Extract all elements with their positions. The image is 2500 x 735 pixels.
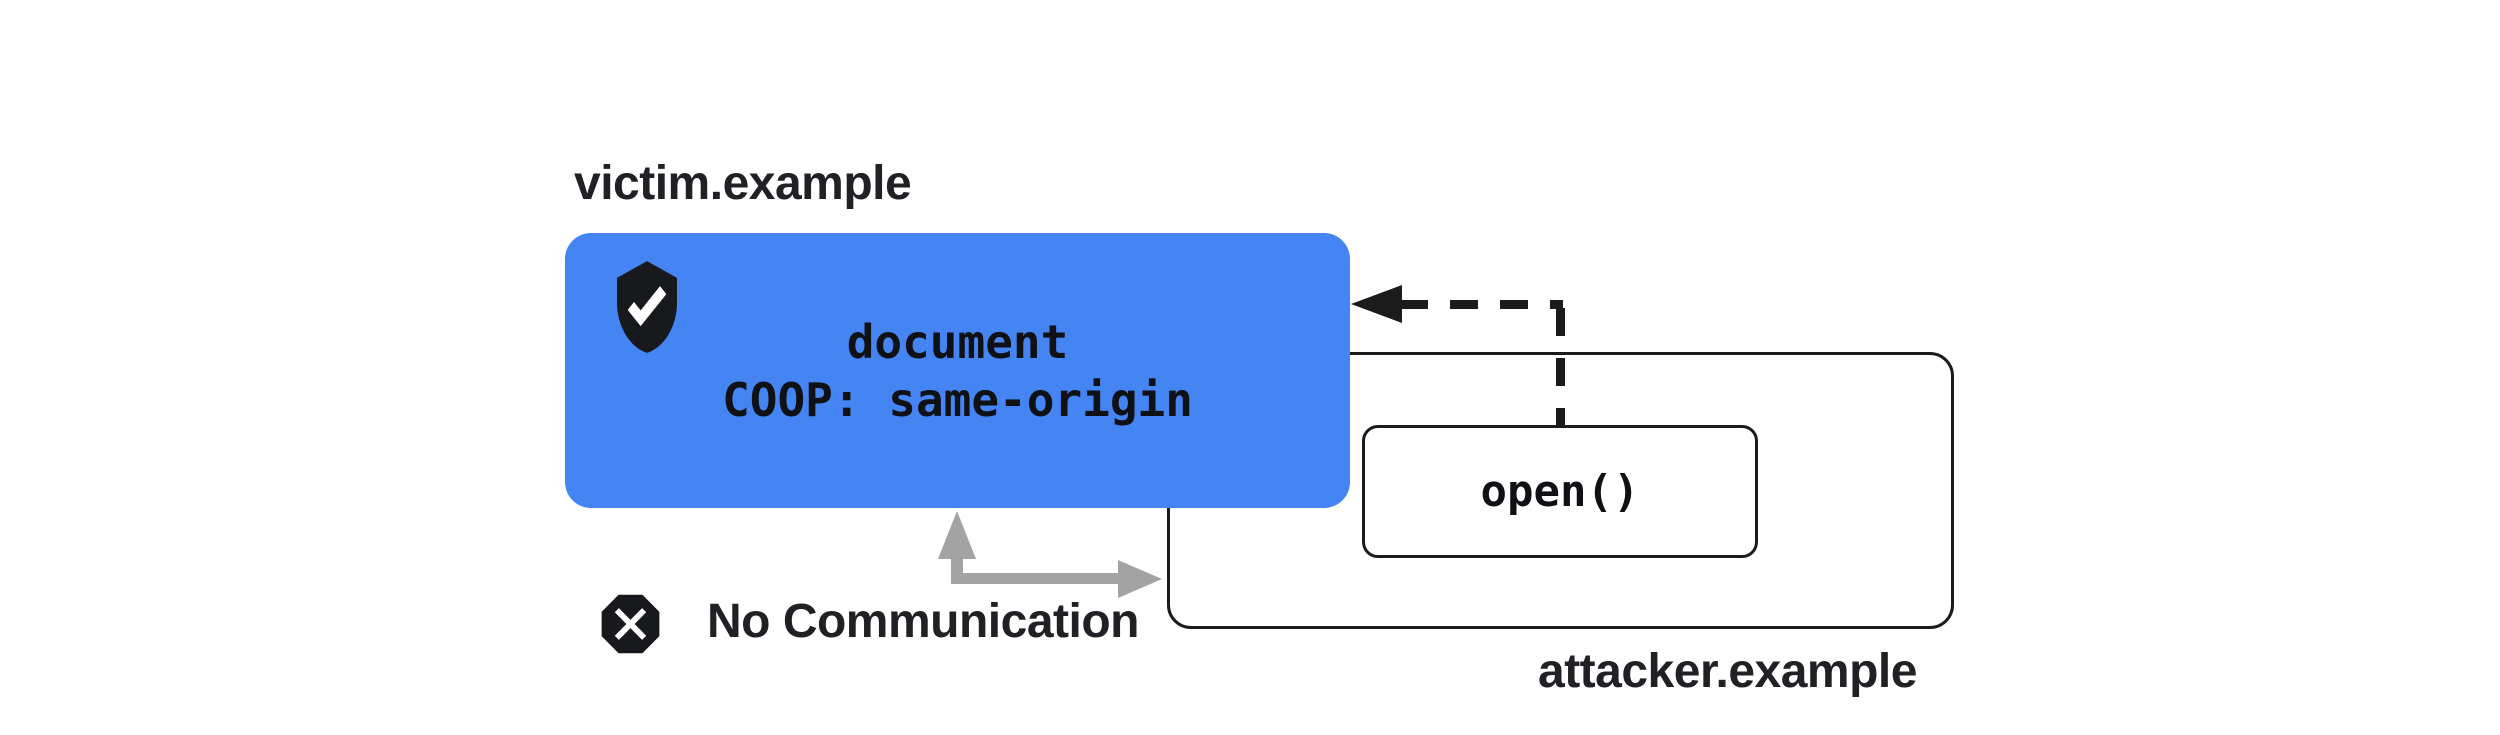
victim-document-box: document COOP: same-origin: [565, 233, 1350, 508]
open-call-label: open(): [1480, 466, 1640, 517]
no-communication-arrowhead-right-icon: [1118, 560, 1162, 598]
no-communication-arrowhead-up-icon: [938, 511, 976, 559]
open-call-arrow-horizontal: [1400, 300, 1563, 309]
no-communication-arrow-horizontal: [951, 573, 1118, 584]
open-call-box: open(): [1362, 425, 1758, 558]
no-communication-label: No Communication: [707, 595, 1140, 648]
open-call-arrow-vertical: [1556, 308, 1565, 425]
shield-check-icon: [607, 257, 687, 357]
open-call-arrowhead-icon: [1351, 285, 1402, 323]
blocked-x-octagon-icon: [592, 585, 669, 663]
attacker-domain-label: attacker.example: [1538, 645, 1917, 698]
victim-coop-policy-label: COOP: same-origin: [722, 372, 1193, 427]
victim-document-label: document: [846, 314, 1069, 369]
victim-domain-label: victim.example: [574, 157, 912, 210]
